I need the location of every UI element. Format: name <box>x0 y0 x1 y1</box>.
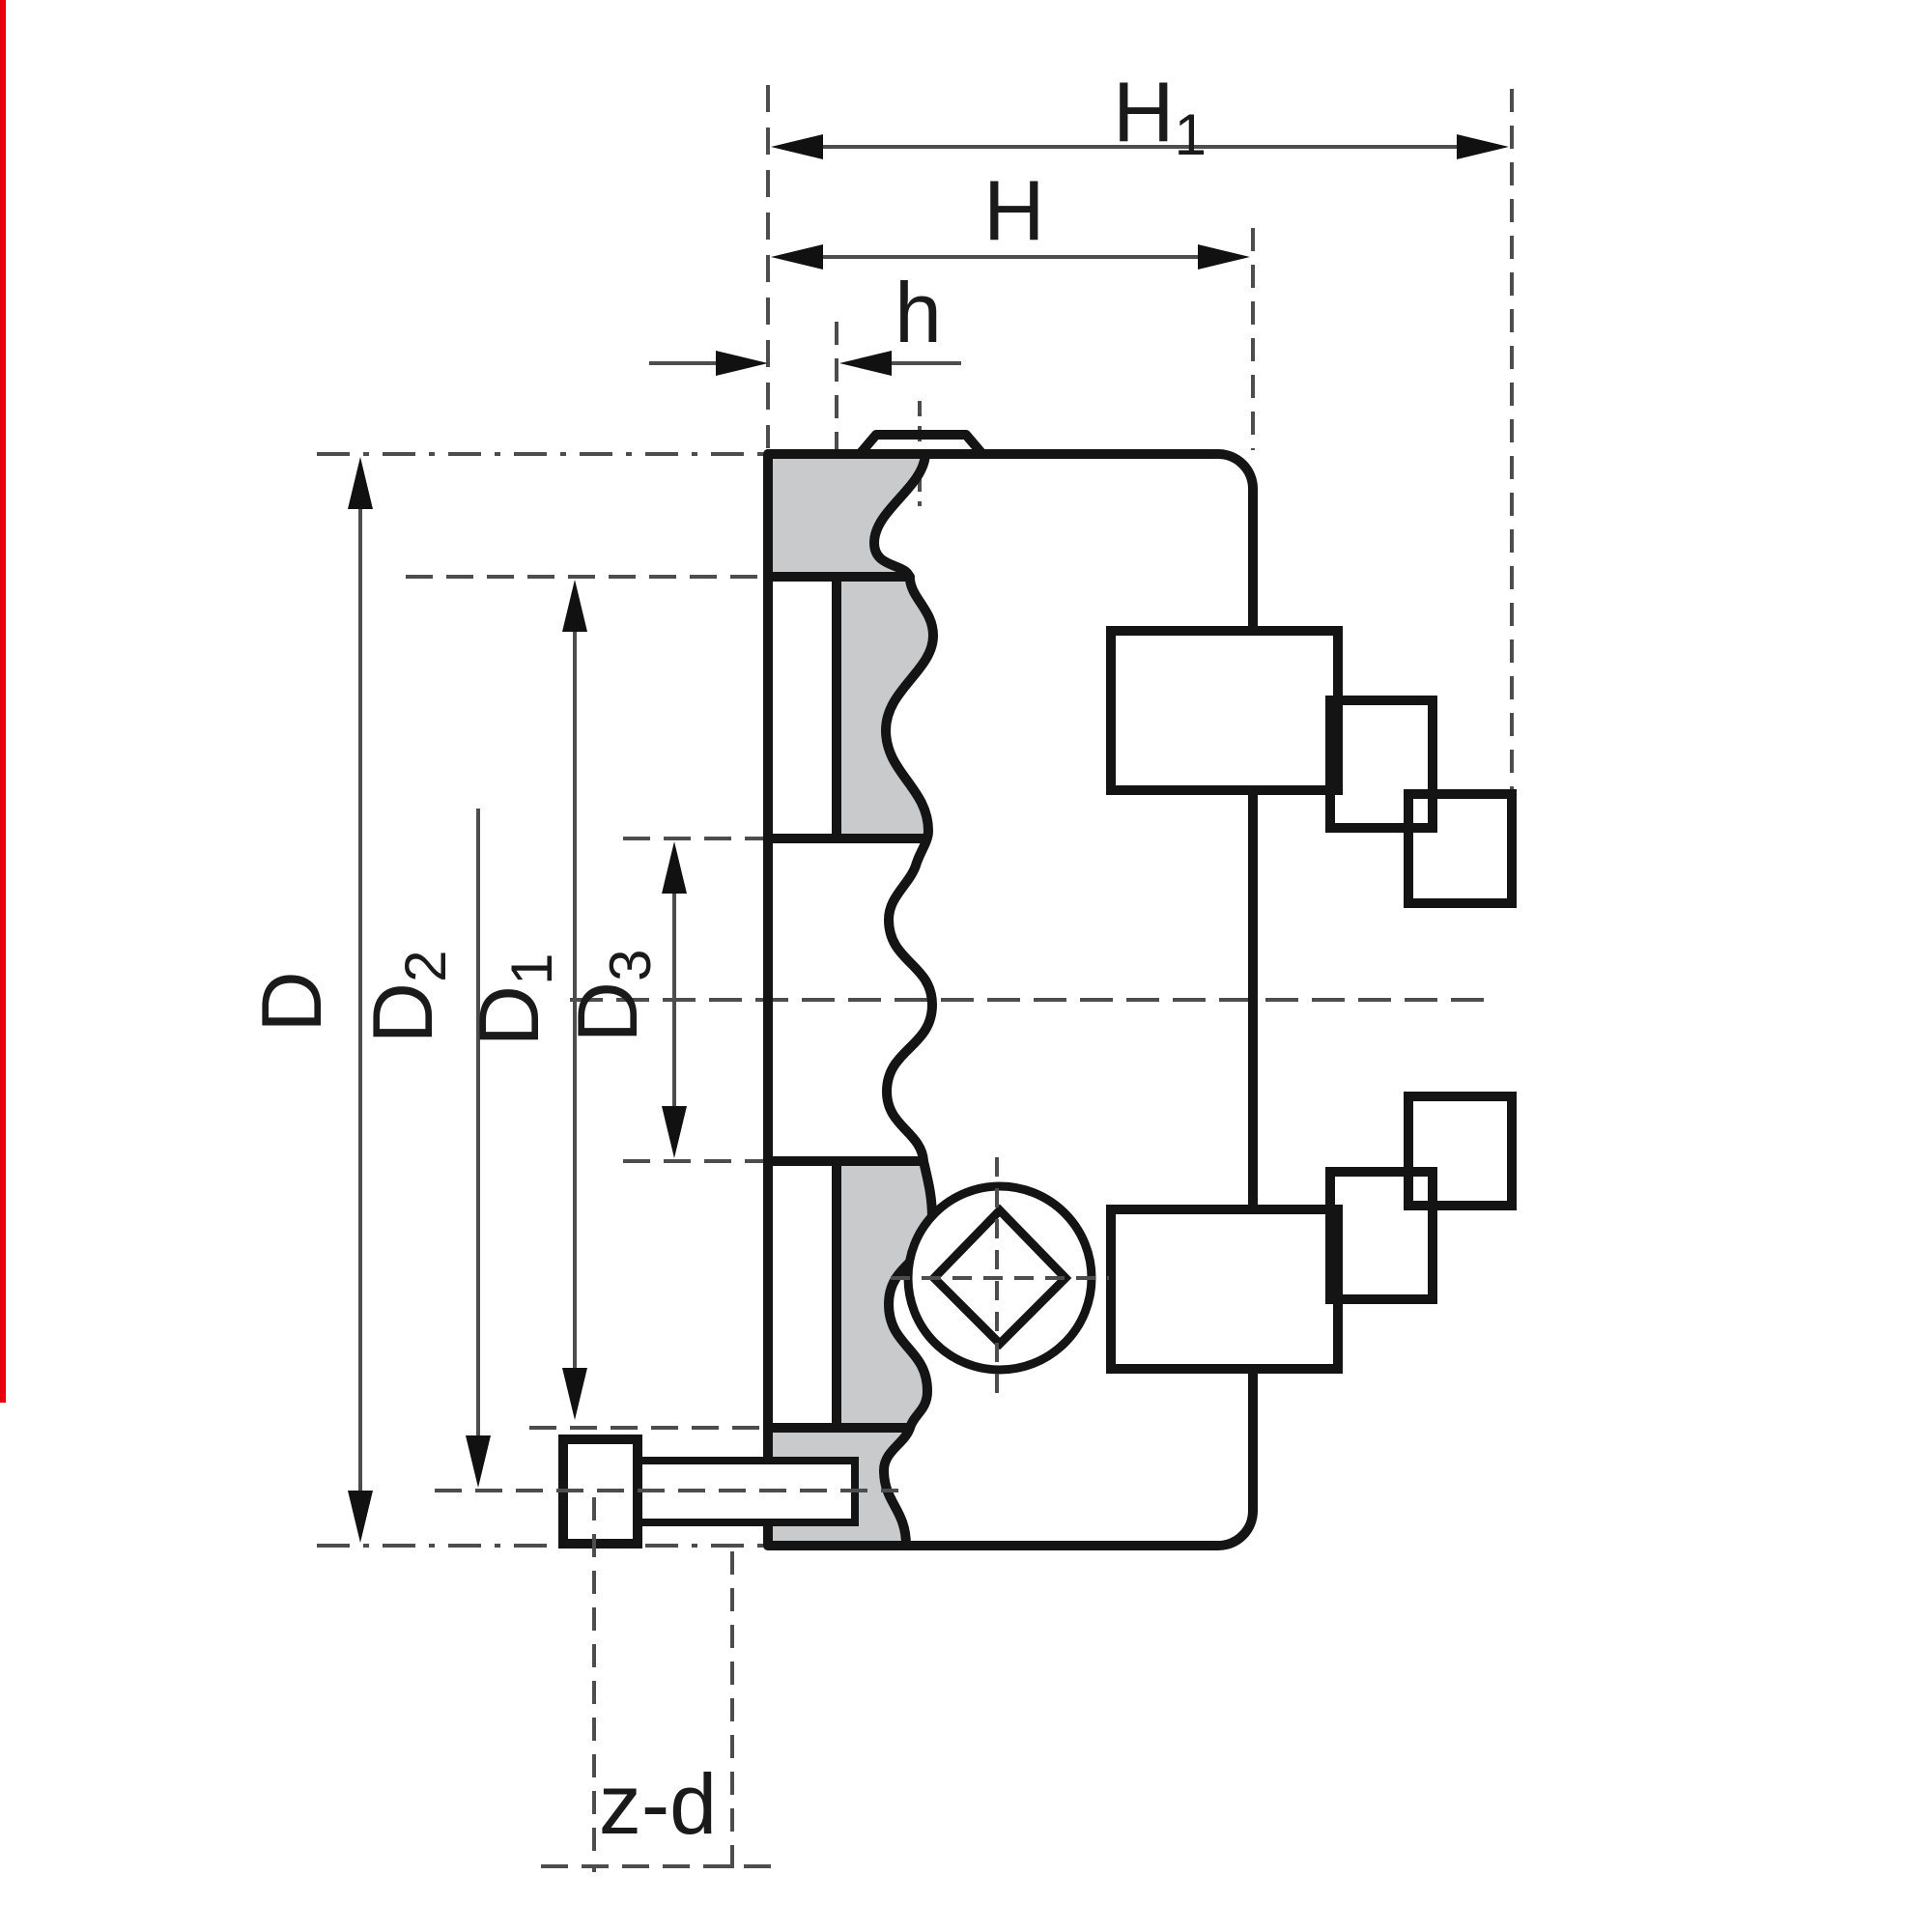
section-band-upper-mid <box>837 577 933 838</box>
section-break-wave <box>869 449 938 1550</box>
construction-lines <box>317 85 1514 1548</box>
arrow-D-bottom <box>348 1491 373 1543</box>
label-zd: z-d <box>599 1756 717 1852</box>
label-D3: D3 <box>559 950 663 1043</box>
bottom-jaw-base-edge <box>1106 1205 1343 1374</box>
chuck-outlines <box>763 430 1258 1550</box>
arrow-h-left <box>716 351 768 376</box>
arrow-H1-right <box>1457 134 1509 159</box>
bottom-jaw-step2 <box>1404 1092 1517 1210</box>
arrow-D1-top <box>562 580 587 632</box>
arrow-D3-bottom <box>662 1106 687 1158</box>
section-band-lower-mid <box>837 1161 932 1428</box>
bolt-shaft <box>634 1457 859 1526</box>
bolt-construction-lines <box>435 1489 898 1872</box>
label-D2: D2 <box>355 951 458 1044</box>
dimension-lines <box>358 145 1460 1493</box>
section-band-top <box>768 454 925 577</box>
top-jaw-step2 <box>1404 789 1517 908</box>
left-edge-accent <box>0 0 6 1403</box>
label-D: D <box>243 971 339 1033</box>
top-jaw-base-edge <box>1106 626 1343 795</box>
arrow-h-right <box>839 351 892 376</box>
jaws <box>1106 626 1517 1374</box>
dimension-labels: H1 H h D D2 D1 D3 z-d <box>243 64 1207 1852</box>
arrow-D-top <box>348 457 373 509</box>
arrow-H-left <box>771 244 823 270</box>
body-outline <box>763 449 1258 1550</box>
pinion-crosshair <box>891 1157 1109 1395</box>
top-jaw-step1-edge <box>1325 696 1437 833</box>
label-D1: D1 <box>461 953 564 1047</box>
label-h: h <box>895 265 942 360</box>
top-jaw-base <box>1106 626 1343 795</box>
arrow-D3-top <box>662 841 687 894</box>
bottom-jaw-base <box>1106 1205 1343 1374</box>
label-H1: H1 <box>1113 64 1207 167</box>
top-boss <box>855 430 987 459</box>
arrow-H1-left <box>771 134 823 159</box>
label-H: H <box>983 162 1045 258</box>
arrow-D2-bottom <box>466 1435 491 1488</box>
bottom-jaw-step1-edge <box>1325 1167 1437 1304</box>
arrow-D1-bottom <box>562 1368 587 1420</box>
dimension-arrowheads <box>348 134 1509 1543</box>
arrow-H-right <box>1198 244 1250 270</box>
